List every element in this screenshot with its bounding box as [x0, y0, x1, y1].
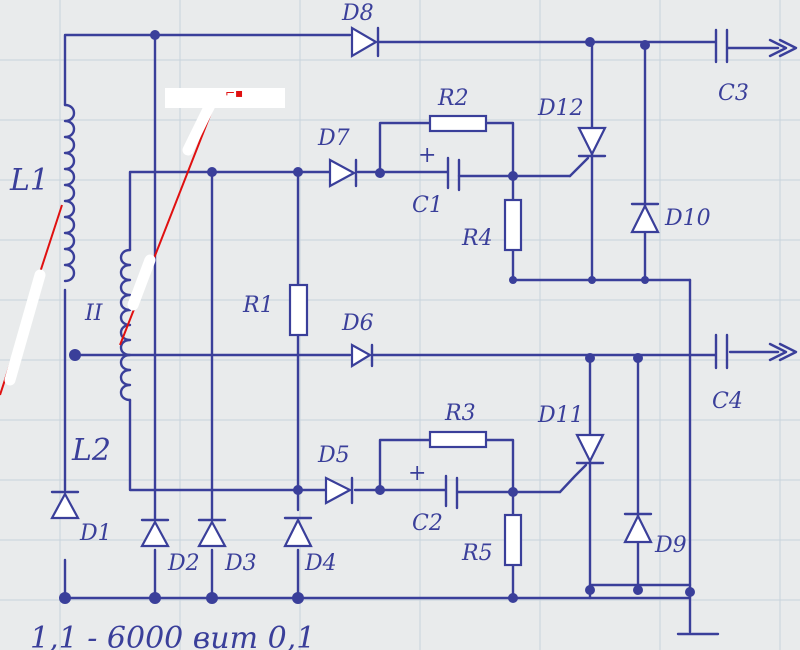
diode-d5 — [324, 476, 354, 505]
resistor-r5 — [503, 513, 523, 567]
label-r3: R3 — [444, 401, 476, 426]
label-l1: L1 — [9, 163, 49, 198]
inductor-l1 — [63, 103, 76, 283]
label-d11: D11 — [537, 403, 584, 428]
label-winding-mark: II — [84, 301, 104, 326]
resistor-r4 — [503, 198, 523, 252]
capacitor-c2 — [444, 474, 459, 510]
polarity-mark-c1: + — [418, 143, 436, 168]
label-d7: D7 — [317, 126, 350, 151]
label-d6: D6 — [341, 311, 374, 336]
label-d1: D1 — [79, 521, 112, 546]
label-d8: D8 — [341, 1, 374, 26]
label-d2: D2 — [167, 551, 200, 576]
diode-d8 — [350, 26, 380, 58]
label-r5: R5 — [461, 541, 493, 566]
label-r1: R1 — [242, 293, 274, 318]
diode-d4 — [283, 516, 313, 548]
label-d5: D5 — [317, 443, 350, 468]
label-d12: D12 — [537, 96, 584, 121]
diode-d3 — [197, 518, 227, 548]
inductor-l2 — [119, 248, 132, 402]
capacitor-c4 — [714, 333, 729, 370]
polarity-mark-c2: + — [408, 461, 426, 486]
label-r2: R2 — [437, 86, 469, 111]
svg-text:⌐▪: ⌐▪ — [225, 86, 243, 100]
capacitor-c1 — [446, 156, 461, 192]
resistor-r3 — [428, 430, 488, 449]
diode-d9 — [623, 512, 653, 544]
winding-note: 1,1 - 6000 вит 0,1 — [30, 621, 315, 650]
label-c1: C1 — [412, 193, 443, 218]
diode-d1 — [50, 490, 80, 520]
label-c3: C3 — [718, 81, 749, 106]
label-d4: D4 — [304, 551, 337, 576]
junction-dots — [59, 30, 695, 604]
label-d3: D3 — [224, 551, 257, 576]
label-c2: C2 — [412, 511, 443, 536]
annotation-marks: ⌐▪ — [0, 86, 285, 396]
label-d9: D9 — [654, 533, 687, 558]
diode-d6 — [350, 343, 374, 368]
resistor-r1 — [288, 283, 309, 337]
label-c4: C4 — [712, 389, 743, 414]
diode-d10 — [630, 202, 660, 234]
capacitor-c3 — [714, 28, 729, 64]
diode-d7 — [328, 158, 358, 188]
thyristor-d12 — [568, 126, 607, 178]
label-l2: L2 — [71, 433, 111, 468]
label-r4: R4 — [461, 226, 493, 251]
label-d10: D10 — [664, 206, 711, 231]
thyristor-d11 — [558, 433, 605, 494]
resistor-r2 — [428, 114, 488, 133]
wiring — [63, 33, 798, 636]
diode-d2 — [140, 518, 170, 548]
